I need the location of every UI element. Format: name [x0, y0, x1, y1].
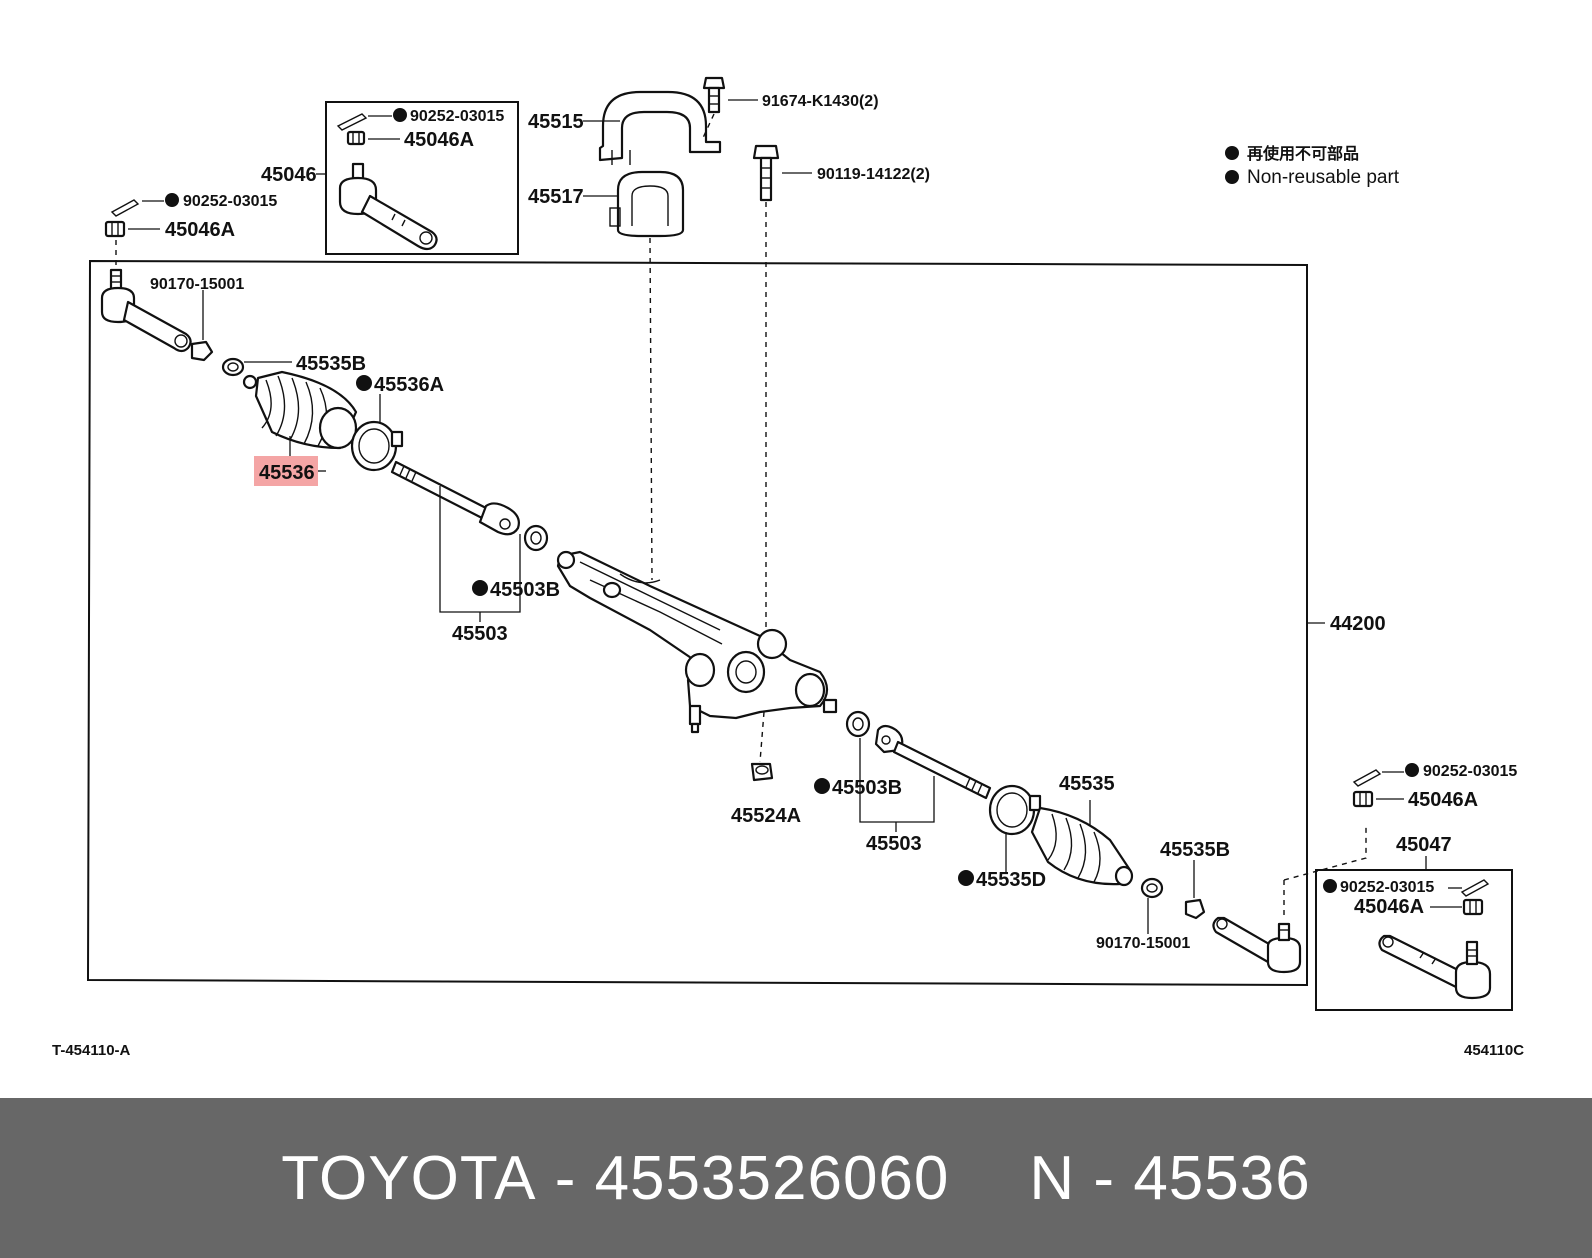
clamp-45535B-right[interactable] — [1140, 877, 1164, 899]
label-left-45503[interactable]: 45503 — [452, 623, 508, 645]
legend-en: Non-reusable part — [1247, 167, 1400, 188]
label-45536[interactable]: 45536 — [259, 462, 315, 484]
small-ring-icon — [242, 374, 258, 390]
label-91674[interactable]: 91674-K1430(2) — [762, 93, 879, 110]
bushing-45517[interactable] — [609, 170, 685, 238]
nut-icon — [104, 220, 126, 238]
box-45047 — [1315, 869, 1513, 1011]
non-reusable-dot-icon — [814, 778, 830, 794]
tie-rod-end-45047[interactable] — [1378, 934, 1492, 1000]
label-45515[interactable]: 45515 — [528, 111, 584, 133]
nut-icon — [1352, 790, 1374, 808]
label-right-45503B[interactable]: 45503B — [832, 777, 902, 799]
washer-45503B-right[interactable] — [845, 710, 871, 738]
tie-rod-left-45503[interactable] — [390, 460, 520, 536]
ref-left: T-454110-A — [52, 1042, 131, 1059]
guide-dash — [759, 711, 765, 763]
tie-rod-end-45046[interactable] — [338, 162, 438, 251]
clamp-45536A[interactable] — [350, 420, 404, 472]
label-left-90252[interactable]: 90252-03015 — [183, 193, 277, 210]
label-right-45503[interactable]: 45503 — [866, 833, 922, 855]
guide-dash — [701, 113, 715, 141]
label-45046[interactable]: 45046 — [261, 164, 317, 186]
washer-45503B-left[interactable] — [523, 524, 549, 552]
non-reusable-dot-icon — [356, 375, 372, 391]
tie-rod-end-right[interactable] — [1212, 916, 1302, 974]
parts-diagram: 再使用不可部品 Non-reusable part 44200 45515 45… — [52, 76, 1524, 1059]
tie-rod-right-45503[interactable] — [874, 724, 992, 800]
non-reusable-dot-icon — [1323, 879, 1337, 893]
footer-n-label: N — [1029, 1143, 1076, 1213]
label-box2-90252[interactable]: 90252-03015 — [1340, 879, 1434, 896]
clamp-45535D[interactable] — [988, 784, 1042, 836]
label-left-45046A[interactable]: 45046A — [165, 219, 235, 241]
assembly-frame — [86, 259, 1308, 987]
bracket-line — [859, 738, 935, 823]
label-45535D[interactable]: 45535D — [976, 869, 1046, 891]
label-right-45535B[interactable]: 45535B — [1160, 839, 1230, 861]
label-45047[interactable]: 45047 — [1396, 834, 1452, 856]
label-right-90170[interactable]: 90170-15001 — [1096, 935, 1190, 952]
label-right-45046A[interactable]: 45046A — [1408, 789, 1478, 811]
non-reusable-dot-icon — [393, 108, 407, 122]
non-reusable-dot-icon — [472, 580, 488, 596]
label-45535[interactable]: 45535 — [1059, 773, 1115, 795]
legend-dot-icon — [1225, 170, 1239, 184]
clamp-45535B-left[interactable] — [221, 357, 245, 377]
label-left-45535B[interactable]: 45535B — [296, 353, 366, 375]
label-90119[interactable]: 90119-14122(2) — [817, 166, 930, 183]
boot-45535[interactable] — [1030, 806, 1134, 887]
cotter-pin-icon — [110, 199, 140, 217]
footer-bar: TOYOTA - 4553526060 N - 45536 — [0, 1098, 1592, 1258]
nut-90170-right[interactable] — [1184, 898, 1206, 920]
label-45536A[interactable]: 45536A — [374, 374, 444, 396]
nut-icon — [1462, 898, 1484, 916]
footer-brand: TOYOTA — [281, 1143, 537, 1213]
label-45524A[interactable]: 45524A — [731, 805, 801, 827]
non-reusable-dot-icon — [165, 193, 179, 207]
label-44200[interactable]: 44200 — [1330, 613, 1386, 635]
nut-icon — [346, 130, 366, 146]
legend-dot-icon — [1225, 146, 1239, 160]
non-reusable-dot-icon — [958, 870, 974, 886]
non-reusable-dot-icon — [1405, 763, 1419, 777]
footer-sep: - — [1093, 1143, 1116, 1213]
label-45517[interactable]: 45517 — [528, 186, 584, 208]
cotter-pin-icon — [336, 113, 368, 131]
label-box2-45046A[interactable]: 45046A — [1354, 896, 1424, 918]
label-right-90252[interactable]: 90252-03015 — [1423, 763, 1517, 780]
boot-45536[interactable] — [254, 370, 358, 450]
tie-rod-end-left[interactable] — [100, 268, 192, 353]
bolt-90119[interactable] — [752, 144, 780, 202]
footer-ref-part: 45536 — [1133, 1143, 1311, 1213]
label-left-45503B[interactable]: 45503B — [490, 579, 560, 601]
steering-rack-44200[interactable] — [556, 550, 838, 734]
nut-90170-left[interactable] — [190, 340, 214, 362]
legend: 再使用不可部品 Non-reusable part — [1225, 144, 1400, 188]
cotter-pin-icon — [1460, 879, 1490, 897]
bracket-45515[interactable] — [598, 90, 722, 165]
label-box1-90252[interactable]: 90252-03015 — [410, 108, 504, 125]
label-box1-45046A[interactable]: 45046A — [404, 129, 474, 151]
cotter-pin-icon — [1352, 769, 1382, 787]
seal-45524A[interactable] — [750, 762, 774, 782]
guide-dash — [649, 237, 653, 581]
legend-jp: 再使用不可部品 — [1247, 144, 1359, 163]
ref-right: 454110C — [1464, 1042, 1524, 1059]
footer-sep: - — [554, 1143, 577, 1213]
bolt-91674[interactable] — [702, 76, 726, 114]
label-left-90170[interactable]: 90170-15001 — [150, 276, 244, 293]
footer-part-number: 4553526060 — [594, 1143, 950, 1213]
highlight-box — [254, 456, 318, 486]
guide-dash — [1283, 826, 1367, 881]
box-45046 — [325, 101, 519, 255]
